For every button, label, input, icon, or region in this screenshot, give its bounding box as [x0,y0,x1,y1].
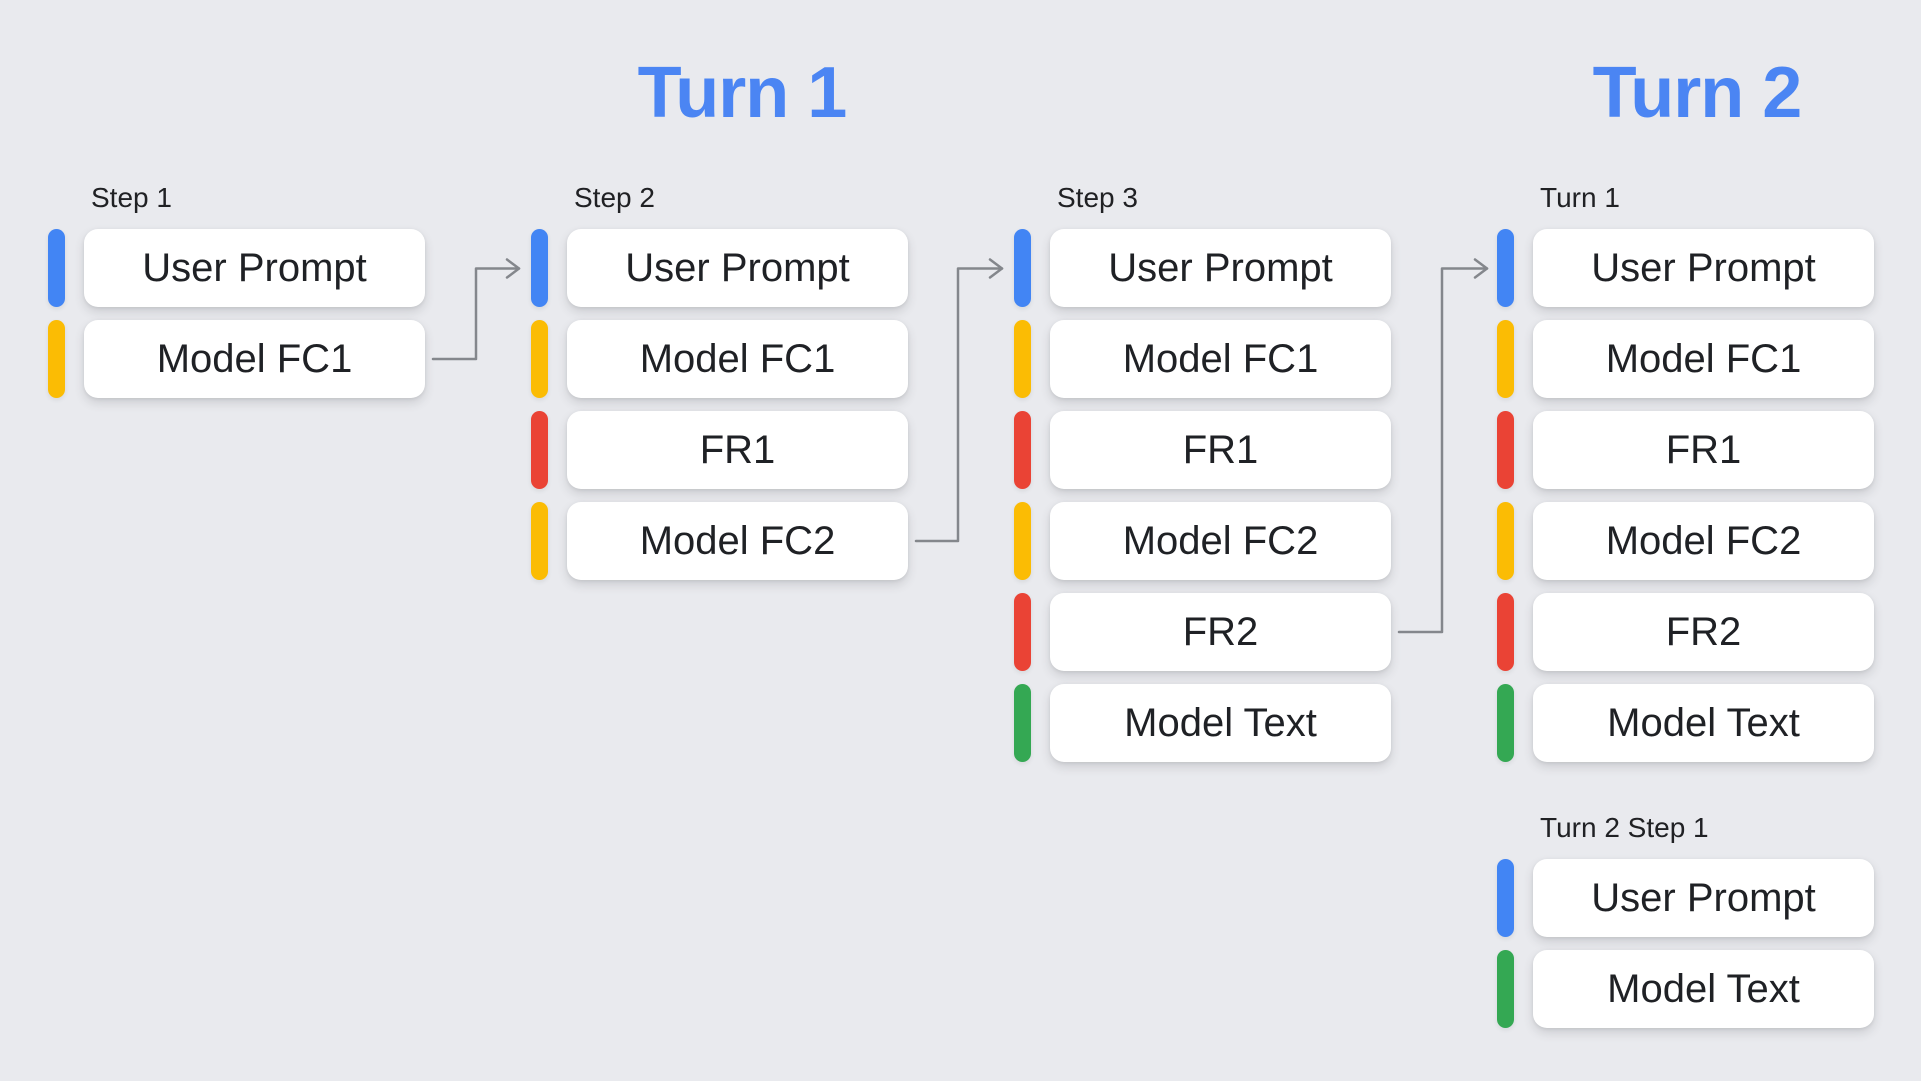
category-bar [1014,684,1031,762]
category-bar [1497,502,1514,580]
message-box: Model Text [1533,950,1874,1028]
diagram-row: User Prompt [1497,229,1874,307]
diagram-row: FR1 [531,411,908,489]
column-label: Step 1 [91,182,172,213]
diagram-row: User Prompt [48,229,425,307]
column-rows: User Prompt Model FC1 FR1 Model FC2 FR2 … [1497,229,1874,762]
diagram-row: Model FC1 [1497,320,1874,398]
diagram-row: Model FC2 [1497,502,1874,580]
column-turn-2-step-1: Turn 2 Step 1 User Prompt Model Text [1497,812,1874,1028]
diagram-row: Model FC2 [531,502,908,580]
diagram-row: Model FC2 [1014,502,1391,580]
message-box: User Prompt [1533,229,1874,307]
column-turn-1: Turn 1 User Prompt Model FC1 FR1 Model F… [1497,182,1874,762]
arrow-step2-to-step3 [914,258,1004,543]
category-bar [1014,229,1031,307]
diagram-row: Model Text [1497,950,1874,1028]
arrow-step3-to-turn1 [1397,258,1489,634]
message-box: Model FC2 [1050,502,1391,580]
message-box: FR2 [1050,593,1391,671]
message-box: User Prompt [567,229,908,307]
category-bar [1497,229,1514,307]
diagram-row: Model Text [1014,684,1391,762]
message-box: Model FC2 [1533,502,1874,580]
category-bar [531,411,548,489]
column-rows: User Prompt Model FC1 [48,229,425,398]
message-box: Model FC1 [567,320,908,398]
column-rows: User Prompt Model FC1 FR1 Model FC2 [531,229,908,580]
column-label: Step 2 [574,182,655,213]
category-bar [531,229,548,307]
column-step-2: Step 2 User Prompt Model FC1 FR1 Model F… [531,182,908,580]
category-bar [1014,593,1031,671]
title-turn-2: Turn 2 [1592,53,1803,133]
message-box: Model FC2 [567,502,908,580]
category-bar [1497,411,1514,489]
category-bar [1497,950,1514,1028]
diagram-row: User Prompt [531,229,908,307]
category-bar [1497,593,1514,671]
diagram-row: User Prompt [1497,859,1874,937]
diagram-row: Model FC1 [48,320,425,398]
category-bar [48,229,65,307]
message-box: Model FC1 [1050,320,1391,398]
message-box: Model FC1 [84,320,425,398]
category-bar [1497,684,1514,762]
diagram-row: Model FC1 [531,320,908,398]
message-box: User Prompt [84,229,425,307]
message-box: FR1 [1050,411,1391,489]
message-box: Model Text [1050,684,1391,762]
diagram-row: FR2 [1497,593,1874,671]
column-label: Step 3 [1057,182,1138,213]
column-label: Turn 2 Step 1 [1540,812,1709,843]
column-rows: User Prompt Model Text [1497,859,1874,1028]
diagram-row: User Prompt [1014,229,1391,307]
message-box: Model FC1 [1533,320,1874,398]
message-box: FR2 [1533,593,1874,671]
column-step-3: Step 3 User Prompt Model FC1 FR1 Model F… [1014,182,1391,762]
category-bar [1014,502,1031,580]
column-rows: User Prompt Model FC1 FR1 Model FC2 FR2 … [1014,229,1391,762]
diagram-row: FR1 [1014,411,1391,489]
category-bar [531,320,548,398]
column-label: Turn 1 [1540,182,1620,213]
column-step-1: Step 1 User Prompt Model FC1 [48,182,425,398]
category-bar [1497,859,1514,937]
message-box: Model Text [1533,684,1874,762]
category-bar [531,502,548,580]
diagram-row: Model Text [1497,684,1874,762]
diagram-row: FR2 [1014,593,1391,671]
diagram-row: Model FC1 [1014,320,1391,398]
diagram-row: FR1 [1497,411,1874,489]
category-bar [1497,320,1514,398]
arrow-step1-to-step2 [431,258,521,361]
category-bar [1014,320,1031,398]
category-bar [1014,411,1031,489]
title-turn-1: Turn 1 [637,53,848,133]
message-box: User Prompt [1533,859,1874,937]
message-box: FR1 [567,411,908,489]
message-box: FR1 [1533,411,1874,489]
message-box: User Prompt [1050,229,1391,307]
category-bar [48,320,65,398]
